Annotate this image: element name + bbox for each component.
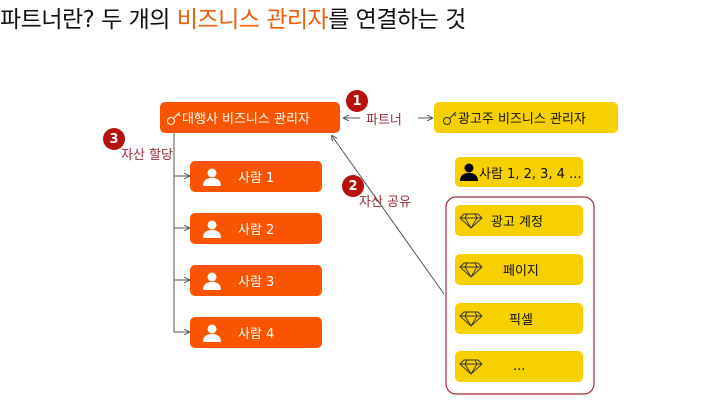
title-text-end: 를 연결하는 것	[328, 7, 466, 33]
asset-label: 페이지	[503, 264, 539, 279]
asset-share-label: 자산 공유	[359, 195, 411, 210]
badge-1: 1	[346, 90, 368, 112]
person-icon	[202, 324, 224, 342]
title-text: 파트너란? 두 개의	[0, 7, 177, 33]
asset-label: 픽셀	[509, 313, 533, 328]
person-icon	[202, 220, 224, 238]
diamond-icon	[459, 311, 483, 327]
diamond-icon	[459, 213, 483, 229]
advertiser-business-manager[interactable]: 광고주 비즈니스 관리자	[434, 102, 618, 133]
person-label: 사람 3	[238, 275, 275, 290]
asset-pixel[interactable]: 픽셀	[455, 303, 583, 334]
diamond-icon	[459, 359, 483, 375]
slide-title: 파트너란? 두 개의 비즈니스 관리자를 연결하는 것	[0, 0, 720, 34]
badge-3: 3	[103, 128, 125, 150]
people-group-box[interactable]: 사람 1, 2, 3, 4 ...	[455, 157, 583, 187]
person-box-3[interactable]: 사람 3	[190, 265, 322, 296]
asset-label: 광고 계정	[491, 215, 543, 230]
key-icon	[166, 110, 182, 126]
asset-more[interactable]: ...	[455, 351, 583, 382]
person-icon	[202, 168, 224, 186]
people-group-label: 사람 1, 2, 3, 4 ...	[479, 166, 582, 182]
asset-page[interactable]: 페이지	[455, 254, 583, 285]
agency-business-manager[interactable]: 대행사 비즈니스 관리자	[160, 102, 340, 133]
asset-ad-account[interactable]: 광고 계정	[455, 205, 583, 236]
person-box-2[interactable]: 사람 2	[190, 213, 322, 244]
advertiser-label: 광고주 비즈니스 관리자	[458, 112, 586, 127]
badge-2: 2	[342, 175, 364, 197]
person-label: 사람 1	[238, 171, 275, 186]
person-box-4[interactable]: 사람 4	[190, 317, 322, 348]
person-label: 사람 4	[238, 327, 275, 342]
person-box-1[interactable]: 사람 1	[190, 161, 322, 192]
person-icon	[202, 272, 224, 290]
asset-assign-label: 자산 할당	[121, 148, 173, 163]
key-icon	[442, 110, 458, 126]
partner-label: 파트너	[366, 113, 402, 128]
asset-label: ...	[513, 359, 526, 374]
diamond-icon	[459, 262, 483, 278]
person-label: 사람 2	[238, 223, 275, 238]
agency-label: 대행사 비즈니스 관리자	[182, 112, 310, 127]
person-icon	[459, 163, 479, 181]
title-highlight: 비즈니스 관리자	[176, 7, 329, 33]
